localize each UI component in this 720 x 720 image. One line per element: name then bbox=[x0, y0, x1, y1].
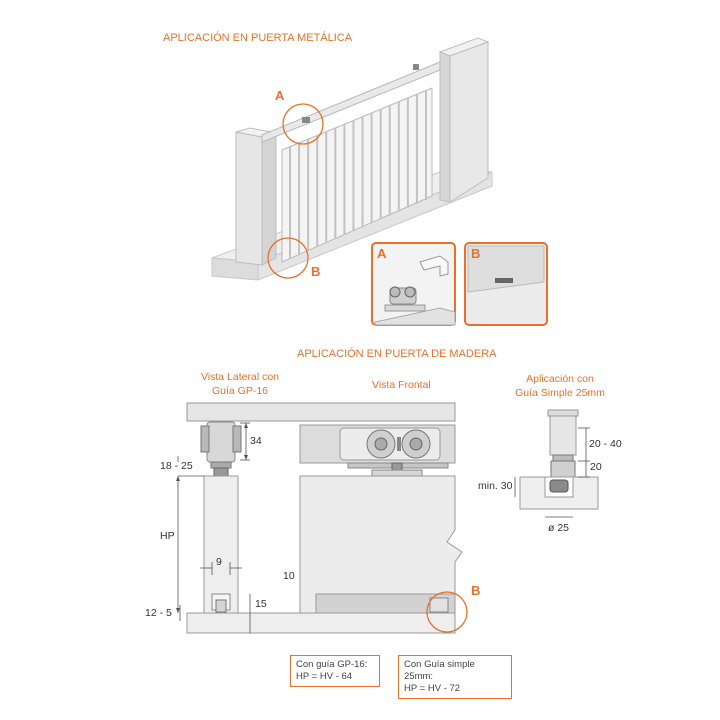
callout-circle-b-bottom bbox=[426, 591, 468, 633]
callout-a-label: A bbox=[275, 88, 285, 103]
top-title: APLICACIÓN EN PUERTA METÁLICA bbox=[163, 32, 353, 44]
note-gp16: Con guía GP-16: HP = HV - 64 bbox=[290, 655, 380, 687]
dim-9: 9 bbox=[216, 556, 222, 568]
dim-20: 20 bbox=[590, 461, 602, 473]
bottom-title: APLICACIÓN EN PUERTA DE MADERA bbox=[297, 348, 497, 360]
dim-18-25: 18 - 25 bbox=[160, 460, 193, 472]
note-simple25: Con Guía simple 25mm: HP = HV - 72 bbox=[398, 655, 512, 699]
lateral-view-label: Vista Lateral con Guía GP-16 bbox=[200, 371, 280, 397]
note-simple25-line2: HP = HV - 72 bbox=[404, 683, 461, 694]
dim-hp: HP bbox=[160, 530, 175, 542]
dim-12-5: 12 - 5 bbox=[145, 607, 172, 619]
note-gp16-line2: HP = HV - 64 bbox=[296, 671, 353, 682]
dim-dia25: ø 25 bbox=[548, 522, 570, 534]
detail-a-label: A bbox=[377, 246, 387, 261]
note-gp16-line1: Con guía GP-16: bbox=[296, 659, 368, 670]
frontal-door bbox=[299, 475, 463, 614]
callout-circle-a bbox=[282, 103, 324, 145]
callout-circle-b bbox=[267, 237, 309, 279]
dim-34: 34 bbox=[250, 435, 262, 447]
simple-guide-label: Aplicación con Guía Simple 25mm bbox=[515, 373, 605, 399]
dim-15: 15 bbox=[255, 598, 267, 610]
note-simple25-line1: Con Guía simple 25mm: bbox=[404, 659, 475, 682]
detail-b-label: B bbox=[471, 246, 481, 261]
dim-20-40: 20 - 40 bbox=[589, 438, 622, 450]
lateral-door bbox=[203, 475, 239, 614]
dim-min30: min. 30 bbox=[478, 480, 513, 492]
floor bbox=[186, 612, 456, 634]
header-beam bbox=[186, 402, 456, 422]
dim-10: 10 bbox=[283, 570, 295, 582]
callout-b-bottom-label: B bbox=[471, 583, 481, 598]
frontal-view-label: Vista Frontal bbox=[372, 379, 431, 391]
callout-b-label: B bbox=[311, 264, 321, 279]
